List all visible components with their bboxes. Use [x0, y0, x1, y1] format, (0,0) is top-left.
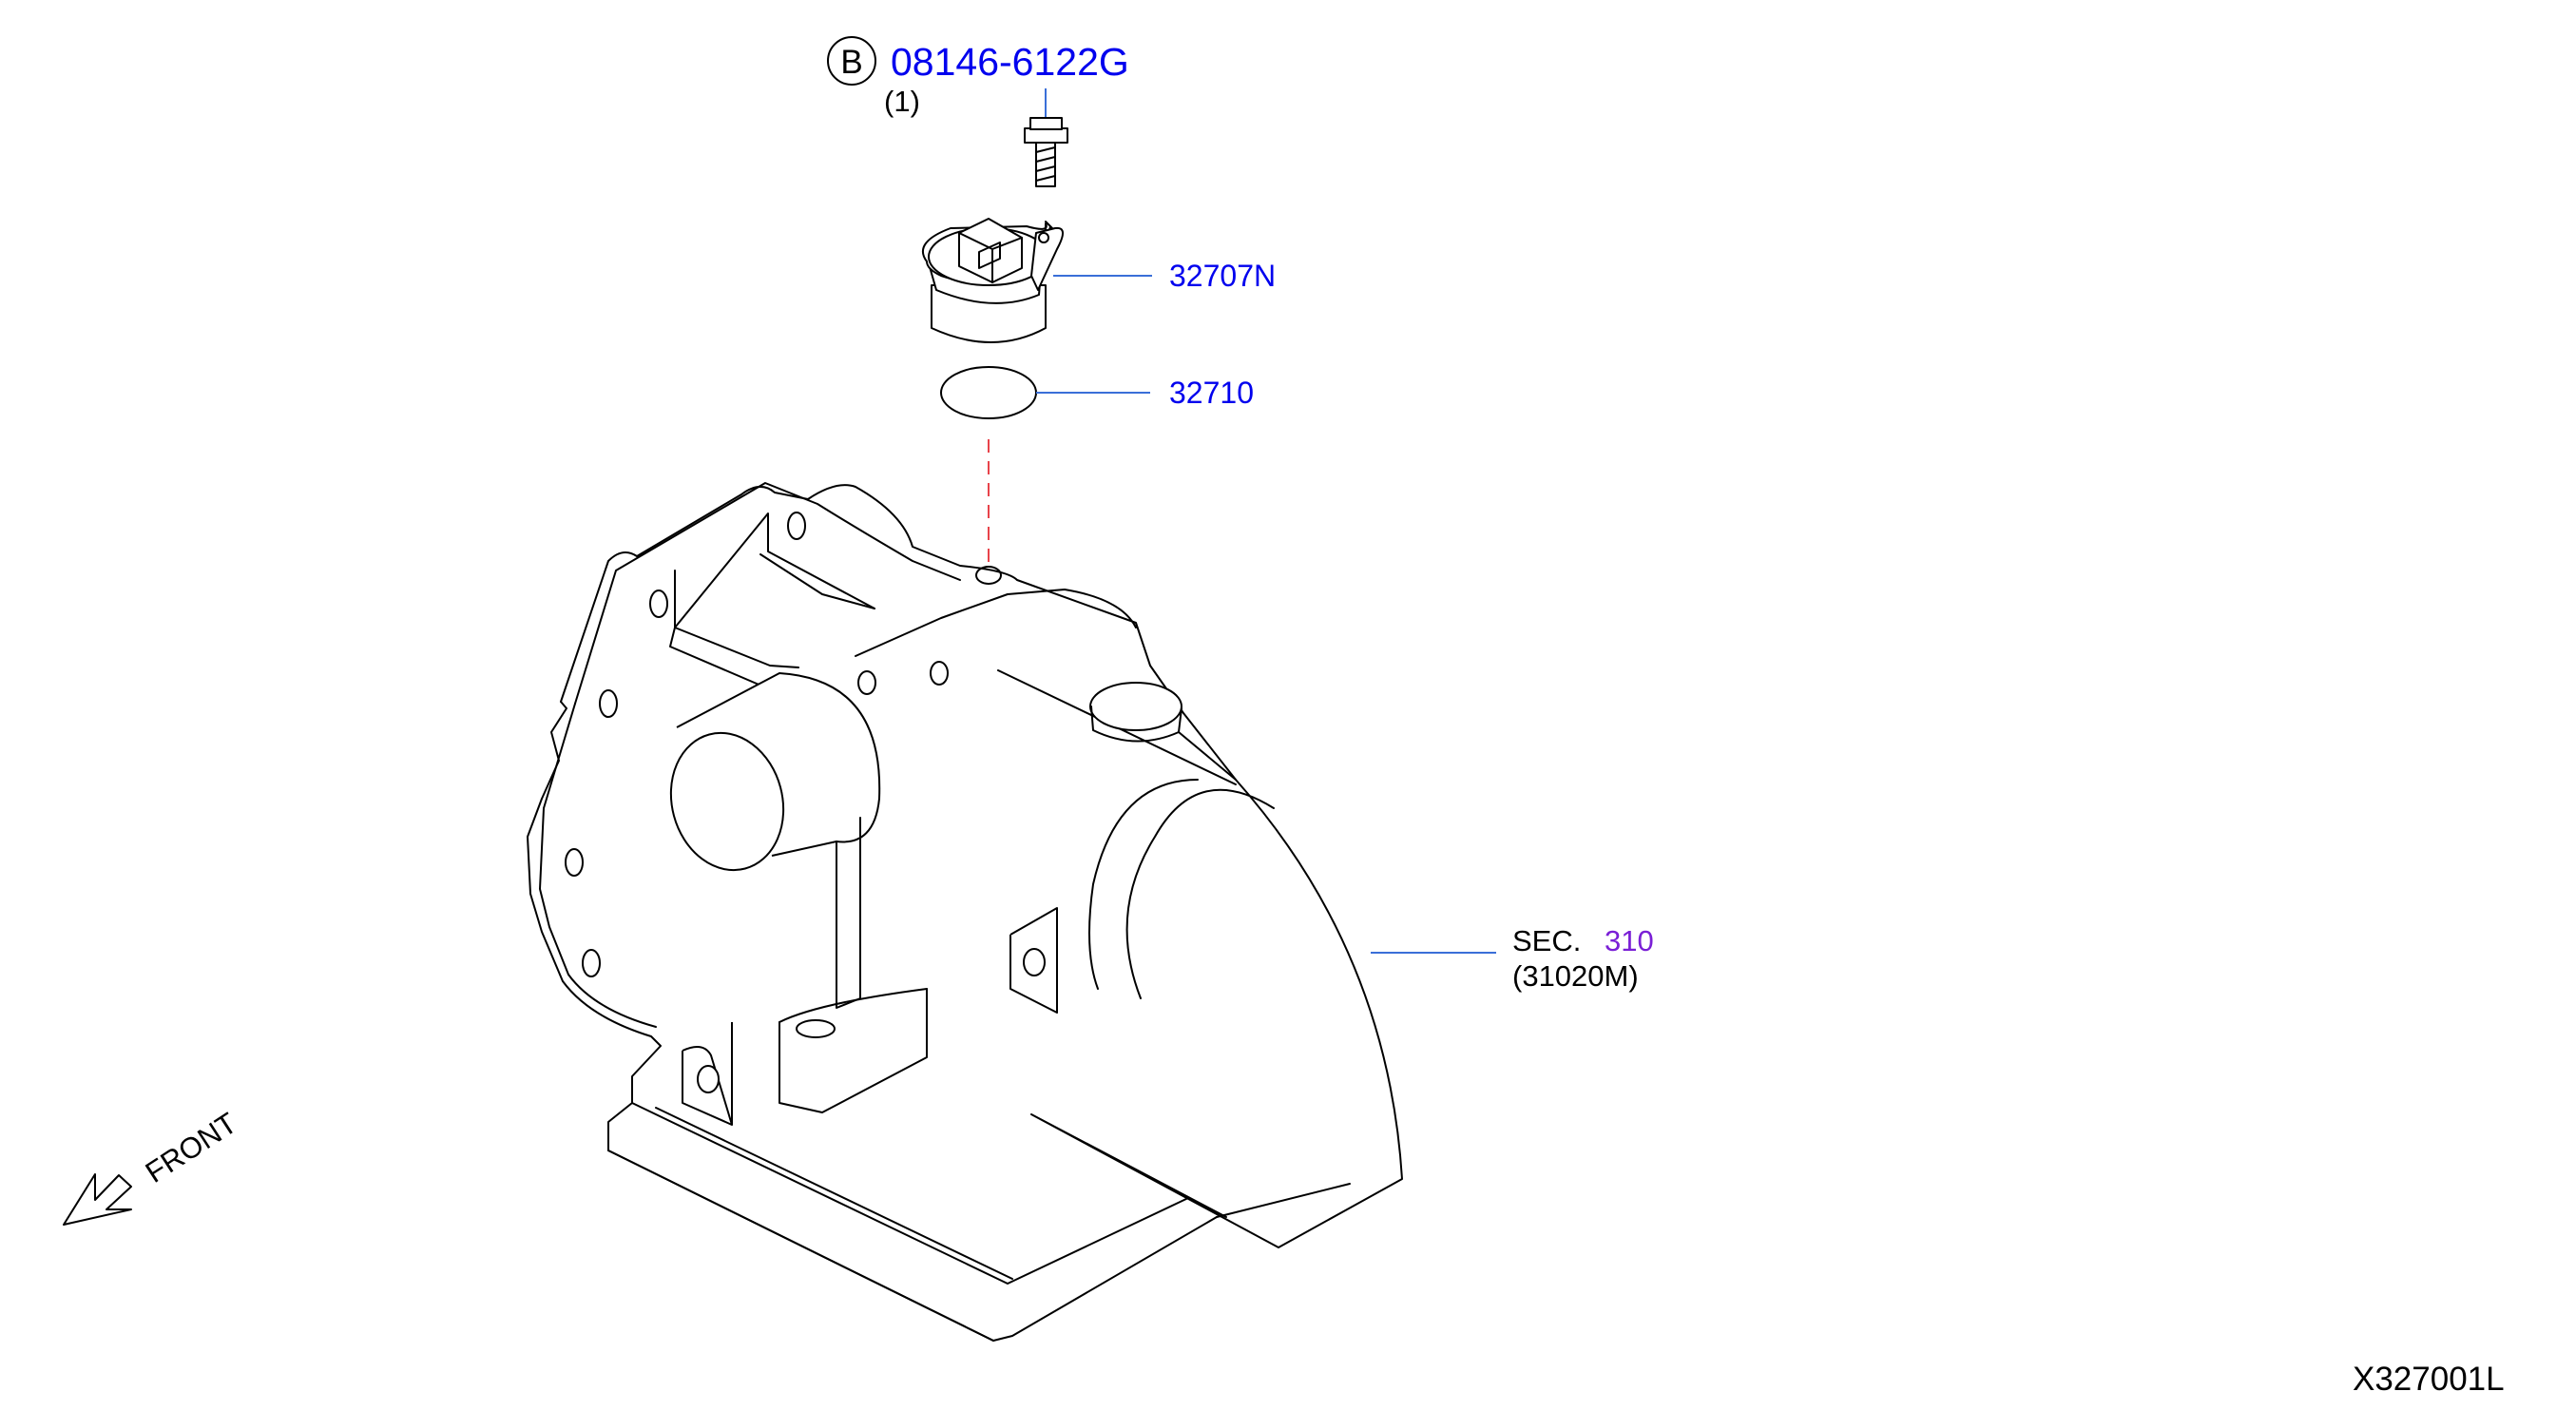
bolt-quantity: (1)	[884, 85, 920, 118]
section-link[interactable]: 310	[1605, 924, 1654, 957]
transmission-case	[527, 482, 1403, 1342]
front-arrow-icon	[63, 1173, 132, 1226]
oring-part-number[interactable]: 32710	[1169, 376, 1254, 410]
transmission-callout[interactable]: SEC. 310 (31020M)	[1512, 924, 1654, 993]
sensor-part-number[interactable]: 32707N	[1169, 259, 1276, 293]
badge-circle	[827, 36, 876, 86]
section-prefix: SEC.	[1512, 924, 1581, 957]
bolt-badge: B	[840, 44, 862, 81]
oring-part	[940, 366, 1037, 419]
bolt-part	[1024, 117, 1068, 187]
bolt-callout[interactable]: B 08146-6122G (1)	[827, 36, 1129, 118]
bolt-part-number[interactable]: 08146-6122G	[891, 40, 1129, 84]
section-sub-number: (31020M)	[1512, 959, 1639, 993]
front-label: FRONT	[140, 1106, 243, 1189]
diagram-id: X327001L	[2353, 1361, 2505, 1398]
sensor-part	[921, 218, 1064, 343]
front-direction-indicator: FRONT	[63, 1106, 243, 1226]
